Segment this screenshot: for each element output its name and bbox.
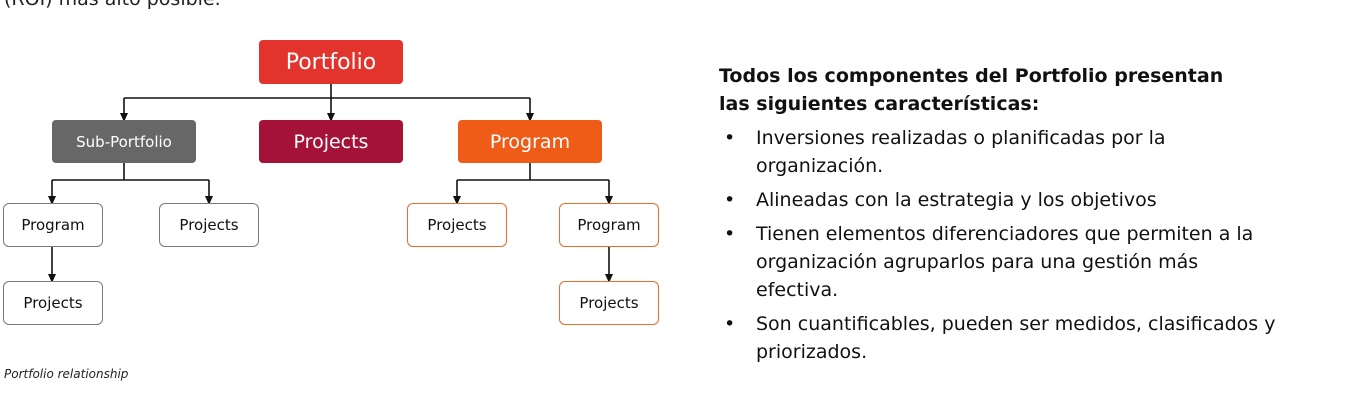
sub-portfolio-program-projects-node: Projects xyxy=(3,281,103,325)
program-subprogram-node: Program xyxy=(559,203,659,247)
program-subprogram-projects-node: Projects xyxy=(559,281,659,325)
characteristics-panel: Todos los componentes del Portfolio pres… xyxy=(719,62,1279,372)
sub-portfolio-node: Sub-Portfolio xyxy=(52,120,196,163)
bullet-icon: • xyxy=(724,189,736,211)
program-node: Program xyxy=(458,120,602,163)
bullet-icon: • xyxy=(724,313,736,335)
projects-node: Projects xyxy=(259,120,403,163)
list-item: • Alineadas con la estrategia y los obje… xyxy=(719,186,1279,214)
characteristics-list: • Inversiones realizadas o planificadas … xyxy=(719,124,1279,366)
program-projects-node: Projects xyxy=(407,203,507,247)
list-item-text: Tienen elementos diferenciadores que per… xyxy=(756,223,1254,301)
panel-heading-line1: Todos los componentes del Portfolio pres… xyxy=(719,65,1224,87)
list-item-text: Alineadas con la estrategia y los objeti… xyxy=(756,189,1157,211)
list-item-text: Inversiones realizadas o planificadas po… xyxy=(756,127,1166,177)
list-item: • Inversiones realizadas o planificadas … xyxy=(719,124,1279,180)
list-item: • Tienen elementos diferenciadores que p… xyxy=(719,220,1279,304)
top-text-fragment: (ROI) más alto posible. xyxy=(4,0,221,10)
diagram-caption: Portfolio relationship xyxy=(4,367,129,381)
sub-portfolio-projects-node: Projects xyxy=(159,203,259,247)
list-item: • Son cuantificables, pueden ser medidos… xyxy=(719,310,1279,366)
sub-portfolio-program-node: Program xyxy=(3,203,103,247)
list-item-text: Son cuantificables, pueden ser medidos, … xyxy=(756,313,1276,363)
panel-heading-line2: las siguientes características: xyxy=(719,93,1040,115)
panel-heading: Todos los componentes del Portfolio pres… xyxy=(719,62,1279,118)
portfolio-node: Portfolio xyxy=(259,40,403,84)
bullet-icon: • xyxy=(724,223,736,245)
bullet-icon: • xyxy=(724,127,736,149)
